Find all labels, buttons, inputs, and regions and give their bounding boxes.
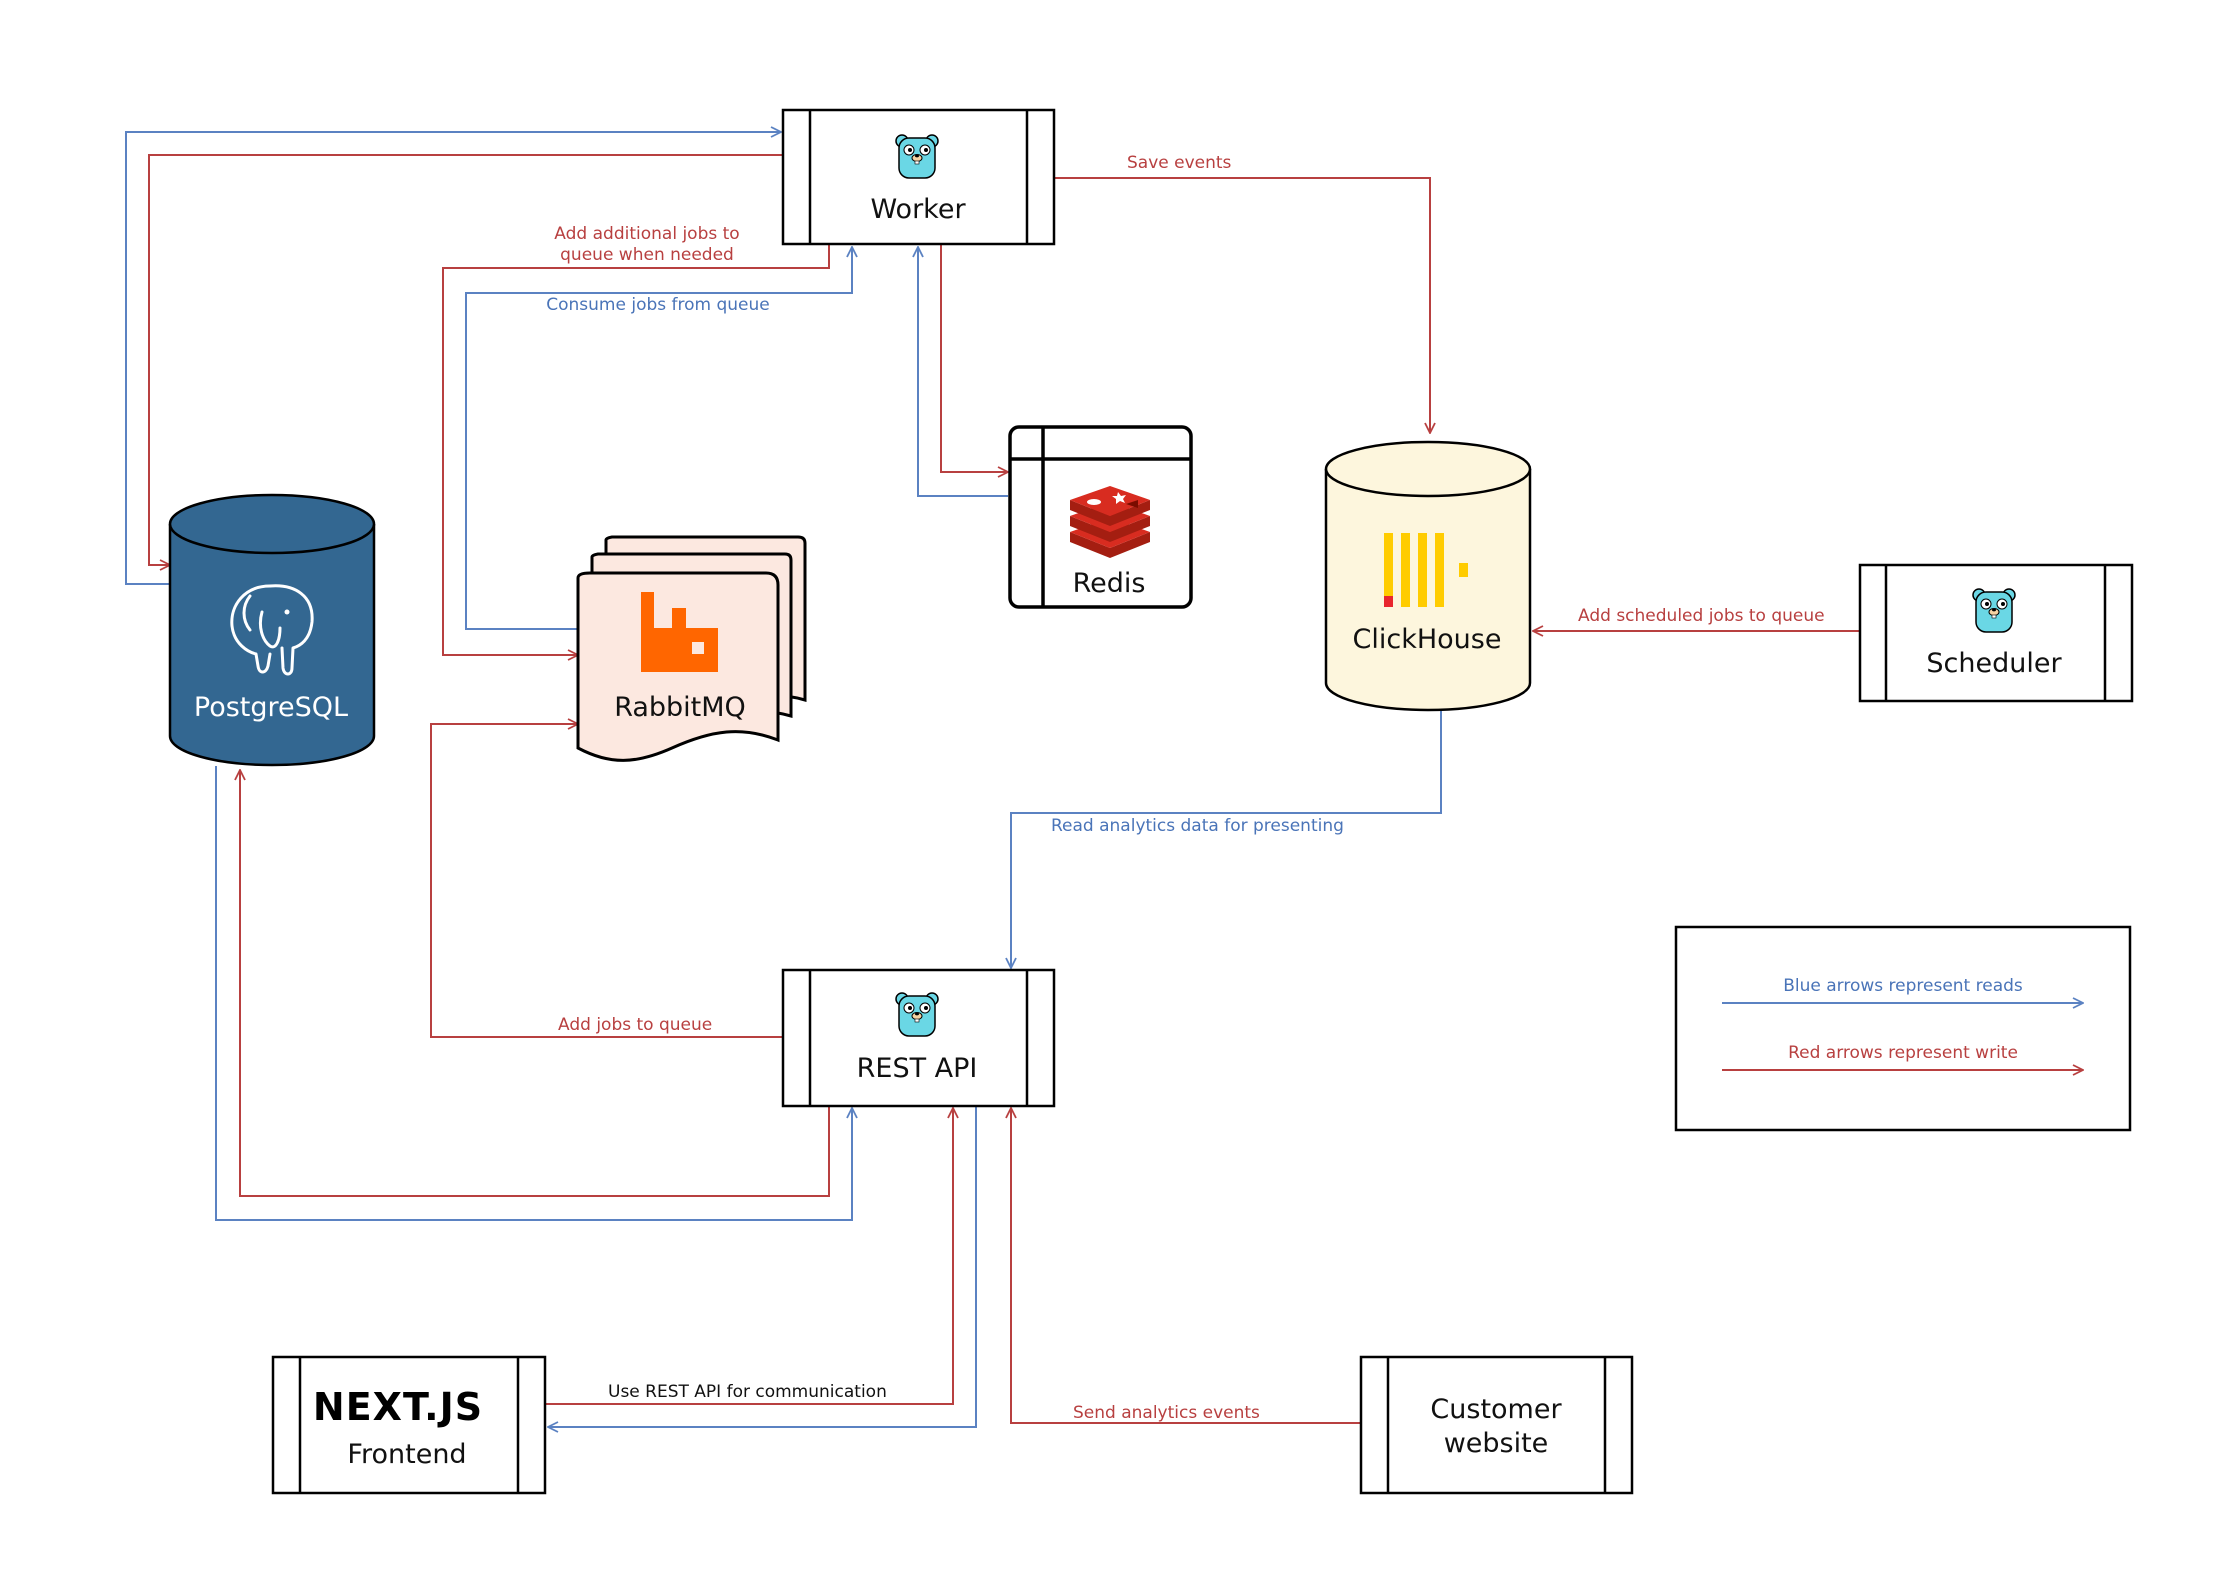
legend-blue-label: Blue arrows represent reads <box>1783 976 2023 996</box>
frontend-to-restapi-arrow <box>545 1108 953 1405</box>
rabbitmq-node[interactable]: RabbitMQ <box>576 535 807 762</box>
save-events-label: Save events <box>1127 153 1232 173</box>
restapi-to-postgres-arrow <box>240 770 830 1197</box>
send-analytics-label: Send analytics events <box>1073 1403 1260 1423</box>
consume-jobs-label: Consume jobs from queue <box>546 295 770 315</box>
worker-to-clickhouse-arrow <box>1054 177 1430 433</box>
add-additional-jobs-label-1: Add additional jobs to <box>554 224 739 244</box>
add-additional-jobs-label-2: queue when needed <box>560 245 734 265</box>
worker-node[interactable]: Worker <box>781 108 1056 246</box>
postgres-node[interactable]: PostgreSQL <box>168 493 376 767</box>
redis-node[interactable]: Redis <box>1008 425 1193 609</box>
frontend-node[interactable]: NEXT.JS Frontend <box>271 1355 547 1495</box>
rest-api-node[interactable]: REST API <box>781 968 1056 1108</box>
customer-title-line1: Customer <box>1430 1394 1562 1425</box>
read-analytics-label: Read analytics data for presenting <box>1051 816 1344 836</box>
worker-to-redis-arrow <box>940 244 1008 472</box>
nextjs-logo-icon: NEXT.JS <box>313 1385 483 1429</box>
customer-title-line2: website <box>1444 1428 1549 1459</box>
rest-api-title: REST API <box>857 1053 978 1084</box>
edge-labels: Save events Add additional jobs to queue… <box>546 153 1824 1423</box>
postgres-to-worker-arrow <box>125 132 781 585</box>
worker-to-rabbitmq-arrow <box>442 244 830 655</box>
frontend-title: Frontend <box>347 1439 466 1470</box>
scheduler-node[interactable]: Scheduler <box>1858 563 2134 703</box>
customer-to-restapi-arrow <box>1011 1108 1361 1424</box>
restapi-to-rabbitmq-arrow <box>430 724 783 1038</box>
worker-to-postgres-arrow <box>148 154 783 565</box>
clickhouse-icon <box>1384 533 1468 607</box>
redis-title: Redis <box>1073 568 1146 599</box>
gopher-icon <box>895 992 939 1037</box>
add-scheduled-jobs-label: Add scheduled jobs to queue <box>1578 606 1825 626</box>
rabbitmq-to-worker-arrow <box>465 247 852 630</box>
postgres-title: PostgreSQL <box>194 692 348 723</box>
redis-to-worker-arrow <box>918 247 1008 497</box>
rabbitmq-title: RabbitMQ <box>614 692 746 723</box>
customer-website-node[interactable]: Customer website <box>1359 1355 1634 1495</box>
add-jobs-label: Add jobs to queue <box>558 1015 712 1035</box>
use-rest-api-label: Use REST API for communication <box>608 1382 887 1402</box>
scheduler-title: Scheduler <box>1926 648 2062 679</box>
clickhouse-node[interactable]: ClickHouse <box>1324 440 1532 712</box>
restapi-to-frontend-arrow <box>548 1106 977 1427</box>
legend-red-label: Red arrows represent write <box>1788 1043 2018 1063</box>
legend: Blue arrows represent reads Red arrows r… <box>1674 925 2132 1132</box>
clickhouse-to-restapi-arrow <box>1011 711 1442 968</box>
connectors <box>125 132 1860 1427</box>
redis-icon <box>1070 486 1150 558</box>
gopher-icon <box>1972 588 2016 633</box>
elephant-icon <box>230 584 314 676</box>
worker-title: Worker <box>870 194 966 225</box>
clickhouse-title: ClickHouse <box>1353 624 1502 655</box>
rabbitmq-icon <box>641 592 718 672</box>
gopher-icon <box>895 134 939 179</box>
postgres-to-restapi-arrow <box>215 766 852 1221</box>
